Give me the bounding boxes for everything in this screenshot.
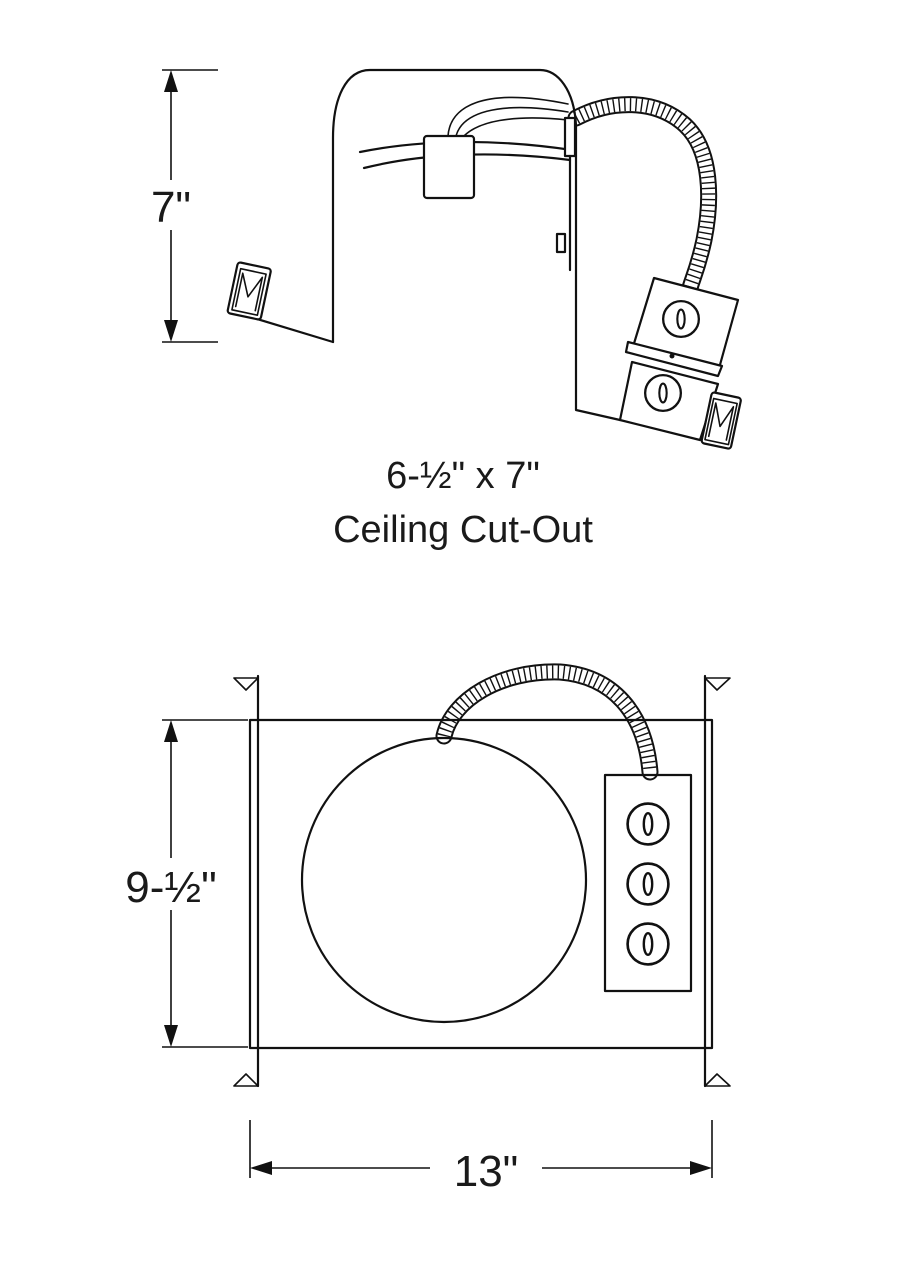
arrow-right-icon	[690, 1161, 712, 1175]
mounting-bracket	[563, 116, 577, 158]
knockout-icon	[626, 802, 670, 846]
plan-height-label: 9-½"	[125, 863, 216, 912]
wire-2	[455, 106, 569, 137]
hanger-tab-top-left	[233, 677, 259, 691]
plan-width-dimension: 13"	[249, 1120, 713, 1196]
arrow-up-icon	[164, 720, 178, 742]
arrow-down-icon	[164, 1025, 178, 1047]
side-height-dimension: 7"	[140, 69, 218, 343]
knockout-icon	[661, 299, 701, 339]
knockout-icon	[626, 862, 670, 906]
plan-height-dimension: 9-½"	[125, 719, 248, 1048]
housing-body	[331, 68, 622, 422]
hanger-tab-top-right	[704, 677, 731, 691]
junction-box-band	[624, 340, 724, 378]
plan-width-label: 13"	[454, 1147, 519, 1196]
wire-1	[447, 96, 569, 137]
side-view: 7"	[140, 68, 742, 450]
side-height-label: 7"	[151, 183, 191, 232]
bracket-tab	[555, 232, 567, 254]
hanger-tab-bottom-left	[233, 1073, 259, 1087]
nail-in-clip-icon	[234, 272, 264, 312]
aperture-opening	[300, 736, 588, 1024]
cutout-caption: Ceiling Cut-Out	[333, 509, 593, 551]
left-clip	[226, 261, 272, 321]
arrow-up-icon	[164, 70, 178, 92]
hanger-tab-bottom-right	[704, 1073, 731, 1087]
arrow-down-icon	[164, 320, 178, 342]
knockout-icon	[626, 922, 670, 966]
cutout-size-label: 6-½" x 7"	[386, 455, 540, 497]
wire-3	[463, 117, 569, 137]
mounting-plate	[248, 718, 714, 1050]
plan-junction-box	[603, 773, 693, 993]
plan-flex-conduit	[435, 663, 659, 781]
side-junction-box	[618, 276, 740, 442]
wire-connector	[422, 134, 476, 200]
right-clip	[700, 391, 742, 450]
side-flex-conduit	[567, 96, 718, 297]
knockout-icon	[643, 373, 683, 413]
arrow-left-icon	[250, 1161, 272, 1175]
plan-view: 9-½" 13"	[125, 663, 731, 1196]
nail-in-clip-icon	[707, 402, 735, 441]
